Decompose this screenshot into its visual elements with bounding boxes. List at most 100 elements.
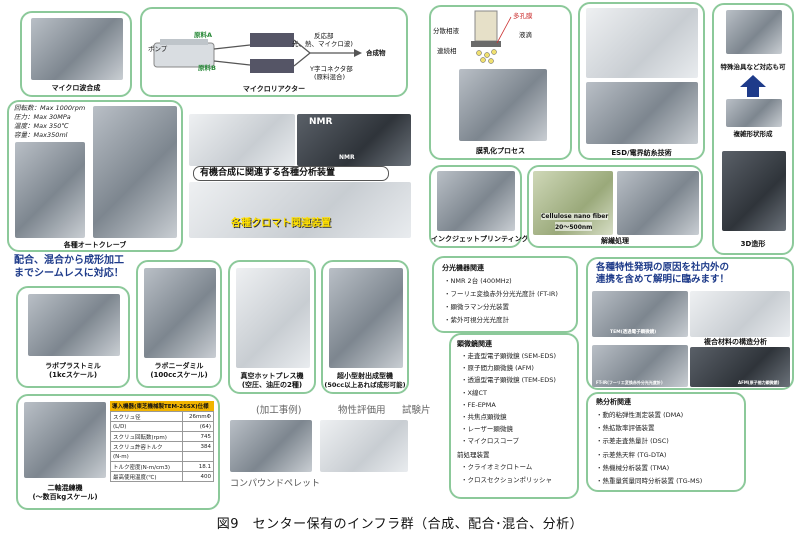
microscope-item: ・マイクロスコープ bbox=[461, 437, 519, 446]
ftir-label: FT-IR(フーリエ変換赤外分光光度計) bbox=[596, 380, 663, 385]
prep-item: ・クロスセクションポリッシャ bbox=[461, 476, 552, 484]
autoclave-photo-left bbox=[15, 142, 85, 238]
spec-value: 384 bbox=[181, 441, 215, 452]
pump-label: ポンプ bbox=[148, 45, 168, 53]
figure-caption: 図9 センター保有のインフラ群（合成、配合･混合、分析） bbox=[216, 517, 584, 532]
spectroscopy-item: ・NMR 2台 (400MHz) bbox=[444, 277, 512, 285]
connector-note-1: Y字コネクタ部 bbox=[310, 65, 353, 73]
panel-thermal: 熱分析関連 ・動的粘弾性測定装置 (DMA) ・熱拡散率評価装置 ・示差走査熱量… bbox=[586, 392, 746, 492]
cellulose-size-label: 20～500nm bbox=[555, 222, 593, 231]
autoclave-spec-pressure: 圧力：Max 30MPa bbox=[14, 113, 71, 121]
twin-screw-label-1: 二軸混練機 bbox=[47, 484, 83, 492]
microscope-item: ・X線CT bbox=[461, 388, 487, 397]
pellet-photo bbox=[230, 420, 312, 472]
microscope-item: ・原子間力顕微鏡 (AFM) bbox=[461, 364, 534, 373]
injection-label-1: 超小型射出成型機 bbox=[337, 372, 393, 380]
spec-key: スクリュ許容トルク bbox=[110, 441, 183, 452]
reactor-chip-top bbox=[250, 33, 294, 47]
spec-key: 最高使用温度(℃) bbox=[110, 471, 183, 482]
microscope-item: ・FE-EPMA bbox=[461, 400, 496, 409]
injection-label-2: (50cc以上あれば成形可能) bbox=[324, 381, 406, 389]
microscope-heading: 顕微鏡関連 bbox=[457, 340, 492, 348]
spec-value: 18.1 bbox=[181, 461, 215, 472]
prep-list: ・クライオミクロトーム ・クロスセクションポリッシャ bbox=[461, 461, 552, 487]
spec-key: スクリュ回転数(rpm) bbox=[110, 431, 183, 442]
special-jig-label: 特殊治具など対応も可 bbox=[720, 63, 786, 71]
spec-row: (N-m) bbox=[110, 451, 215, 462]
afm-label: AFM(原子間力顕微鏡) bbox=[738, 380, 780, 385]
seamless-line-1: 配合、混合から成形加工 bbox=[14, 255, 124, 266]
tem-label: TEM(透過電子顕微鏡) bbox=[610, 330, 657, 335]
chromato-photo bbox=[189, 182, 411, 238]
cellulose-fiber-label: Cellulose nano fiber bbox=[541, 213, 609, 220]
autoclave-label: 各種オートクレーブ bbox=[63, 241, 127, 249]
autoclave-spec-rpm: 回転数：Max 1000rpm bbox=[14, 104, 86, 112]
micro-reactor-label: マイクロリアクター bbox=[242, 85, 306, 93]
twin-screw-label-2: (～数百kgスケール) bbox=[32, 493, 98, 501]
twin-screw-photo bbox=[24, 402, 106, 478]
fibril-label: 解繊処理 bbox=[601, 237, 629, 245]
connector-note-2: (原料混合) bbox=[314, 73, 346, 81]
test-piece-photo bbox=[320, 420, 408, 472]
spec-row: トルク密度(N-m/cm3)18.1 bbox=[110, 461, 215, 472]
membrane-diagram bbox=[471, 10, 512, 64]
thermal-item: ・熱拡散率評価装置 bbox=[596, 424, 655, 433]
autoclave-spec-temp: 温度：Max 350℃ bbox=[14, 122, 69, 130]
spec-value: 26mmΦ bbox=[181, 411, 215, 422]
compound-pellet-label: コンパウンドペレット bbox=[230, 479, 321, 489]
prep-heading: 前処理装置 bbox=[457, 451, 490, 459]
inkjet-label: インクジェットプリンティング bbox=[431, 235, 529, 243]
autoclave-photo-right bbox=[93, 106, 177, 238]
seamless-line-2: までシームレスに対応！ bbox=[14, 268, 124, 279]
spectroscopy-heading: 分光機器関連 bbox=[442, 264, 484, 272]
prep-item: ・クライオミクロトーム bbox=[461, 463, 533, 471]
analysis-photo-1 bbox=[189, 114, 295, 166]
microwave-label: マイクロ波合成 bbox=[51, 84, 101, 92]
panel-esd: ESD/電界紡糸技術 bbox=[578, 2, 705, 160]
physical-eval-label: 物性評価用 bbox=[338, 405, 386, 416]
nmr-label: NMR bbox=[309, 117, 333, 127]
thermal-item: ・動的粘弾性測定装置 (DMA) bbox=[596, 411, 684, 419]
microscope-list: ・走査型電子顕微鏡 (SEM-EDS) ・原子間力顕微鏡 (AFM) ・透過型電… bbox=[461, 350, 556, 448]
autoclave-specs: 回転数：Max 1000rpm 圧力：Max 30MPa 温度：Max 350℃… bbox=[14, 104, 85, 140]
plastomill-photo bbox=[28, 294, 120, 356]
microscope-item: ・透過型電子顕微鏡 (TEM-EDS) bbox=[461, 376, 556, 385]
spec-row: 最高使用温度(℃)400 bbox=[110, 471, 215, 482]
panel-micro-reactor: ポンプ 原料A 原料B 反応部 光、熱、マイクロ波) Y字コネクタ部 (原料混合… bbox=[140, 7, 408, 97]
micro-reactor-diagram bbox=[153, 33, 362, 73]
spec-value: (64) bbox=[181, 421, 215, 432]
printing-3d-label: 3D造形 bbox=[740, 240, 766, 248]
thermal-list: ・動的粘弾性測定装置 (DMA) ・熱拡散率評価装置 ・示差走査熱量計 (DSC… bbox=[596, 409, 702, 488]
fibril-machine-photo bbox=[617, 171, 699, 235]
porous-label: 多孔膜 bbox=[513, 12, 533, 20]
microwave-photo bbox=[31, 18, 123, 80]
kneader-label-2: (100ccスケール) bbox=[150, 371, 208, 379]
continuous-label: 連続相 bbox=[437, 47, 457, 55]
spec-row: スクリュ回転数(rpm)745 bbox=[110, 431, 215, 442]
molding-label: 複雑形状形成 bbox=[733, 130, 773, 138]
structure-label: 複合材料の構造分析 bbox=[704, 338, 767, 346]
spec-key: (L/D) bbox=[110, 421, 183, 432]
tem-photo bbox=[592, 291, 688, 337]
twin-screw-spec-title: 導入機器(東芝機械製TEM-26SX)仕様 bbox=[110, 401, 214, 411]
input-a-label: 原料A bbox=[194, 31, 213, 39]
vacuum-press-label-2: (空圧、油圧の2種) bbox=[241, 381, 303, 389]
panel-inkjet: インクジェットプリンティング bbox=[429, 165, 529, 248]
spec-row: (L/D)(64) bbox=[110, 421, 215, 432]
up-arrow-icon bbox=[740, 75, 766, 97]
kneader-photo bbox=[144, 268, 216, 358]
plastomill-label-2: (1kcスケール) bbox=[48, 371, 98, 379]
afm-photo bbox=[690, 347, 790, 387]
properties-head-2: 連携を含めて解明に臨みます！ bbox=[596, 274, 730, 285]
product-label: 合成物 bbox=[366, 49, 386, 57]
structure-photo bbox=[690, 291, 790, 337]
vacuum-press-photo bbox=[236, 268, 310, 368]
esd-label: ESD/電界紡糸技術 bbox=[611, 149, 672, 157]
panel-membrane: 分散相液 多孔膜 連続相 液滴 膜乳化プロセス bbox=[429, 5, 572, 160]
panel-processing-examples: (加工事例) 物性評価用 試験片 コンパウンドペレット bbox=[228, 402, 431, 494]
